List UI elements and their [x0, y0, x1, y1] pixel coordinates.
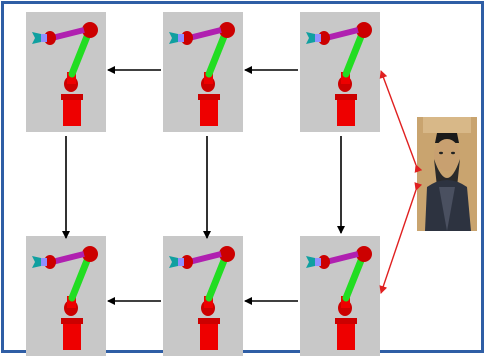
sage-portrait-icon [417, 117, 477, 231]
robot-tile-top-2 [163, 12, 243, 132]
robot-arm-icon [306, 246, 372, 350]
robot-arm-icon [32, 246, 98, 350]
robot-arm-icon [306, 22, 372, 126]
robot-tile-bottom-2 [163, 236, 243, 356]
robot-tile-bottom-1 [26, 236, 106, 356]
robot-tile-bottom-3 [300, 236, 380, 356]
robot-tile-top-1 [26, 12, 106, 132]
robot-arm-icon [169, 246, 235, 350]
robot-tile-top-3 [300, 12, 380, 132]
robot-arm-icon [32, 22, 98, 126]
robot-arm-icon [169, 22, 235, 126]
